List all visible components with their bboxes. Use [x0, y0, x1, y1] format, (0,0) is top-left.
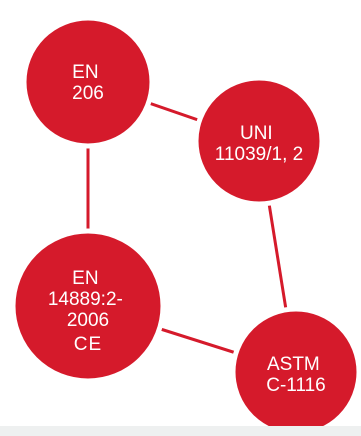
node-en-14889-line-3: 2006	[67, 310, 109, 331]
ce-mark-icon: CE	[74, 334, 102, 355]
node-uni-11039-line-2: 11039/1, 2	[215, 144, 303, 165]
node-uni-11039: UNI 11039/1, 2	[193, 75, 325, 207]
node-astm-c1116-label: ASTM C-1116	[266, 354, 326, 396]
node-en-206-circle	[21, 15, 155, 149]
node-en-206: EN 206	[21, 15, 155, 149]
node-en-14889-line-2: 14889:2-	[48, 289, 123, 310]
node-en-14889: EN 14889:2- 2006 CE	[10, 228, 166, 384]
node-astm-c1116-line-1: ASTM	[267, 354, 320, 375]
node-en-206-label: EN 206	[72, 62, 104, 104]
node-uni-11039-circle	[193, 75, 325, 207]
node-astm-c1116: ASTM C-1116	[230, 306, 361, 436]
node-en-206-line-1: EN	[72, 62, 98, 83]
node-astm-c1116-line-2: C-1116	[266, 375, 326, 396]
node-uni-11039-label: UNI 11039/1, 2	[215, 123, 303, 165]
node-en-14889-label: EN 14889:2- 2006	[48, 268, 128, 331]
node-uni-11039-line-1: UNI	[240, 123, 273, 144]
node-en-206-line-2: 206	[72, 83, 104, 104]
node-en-14889-circle	[10, 228, 166, 384]
node-en-14889-line-1: EN	[72, 268, 98, 289]
bottom-strip	[0, 426, 361, 436]
